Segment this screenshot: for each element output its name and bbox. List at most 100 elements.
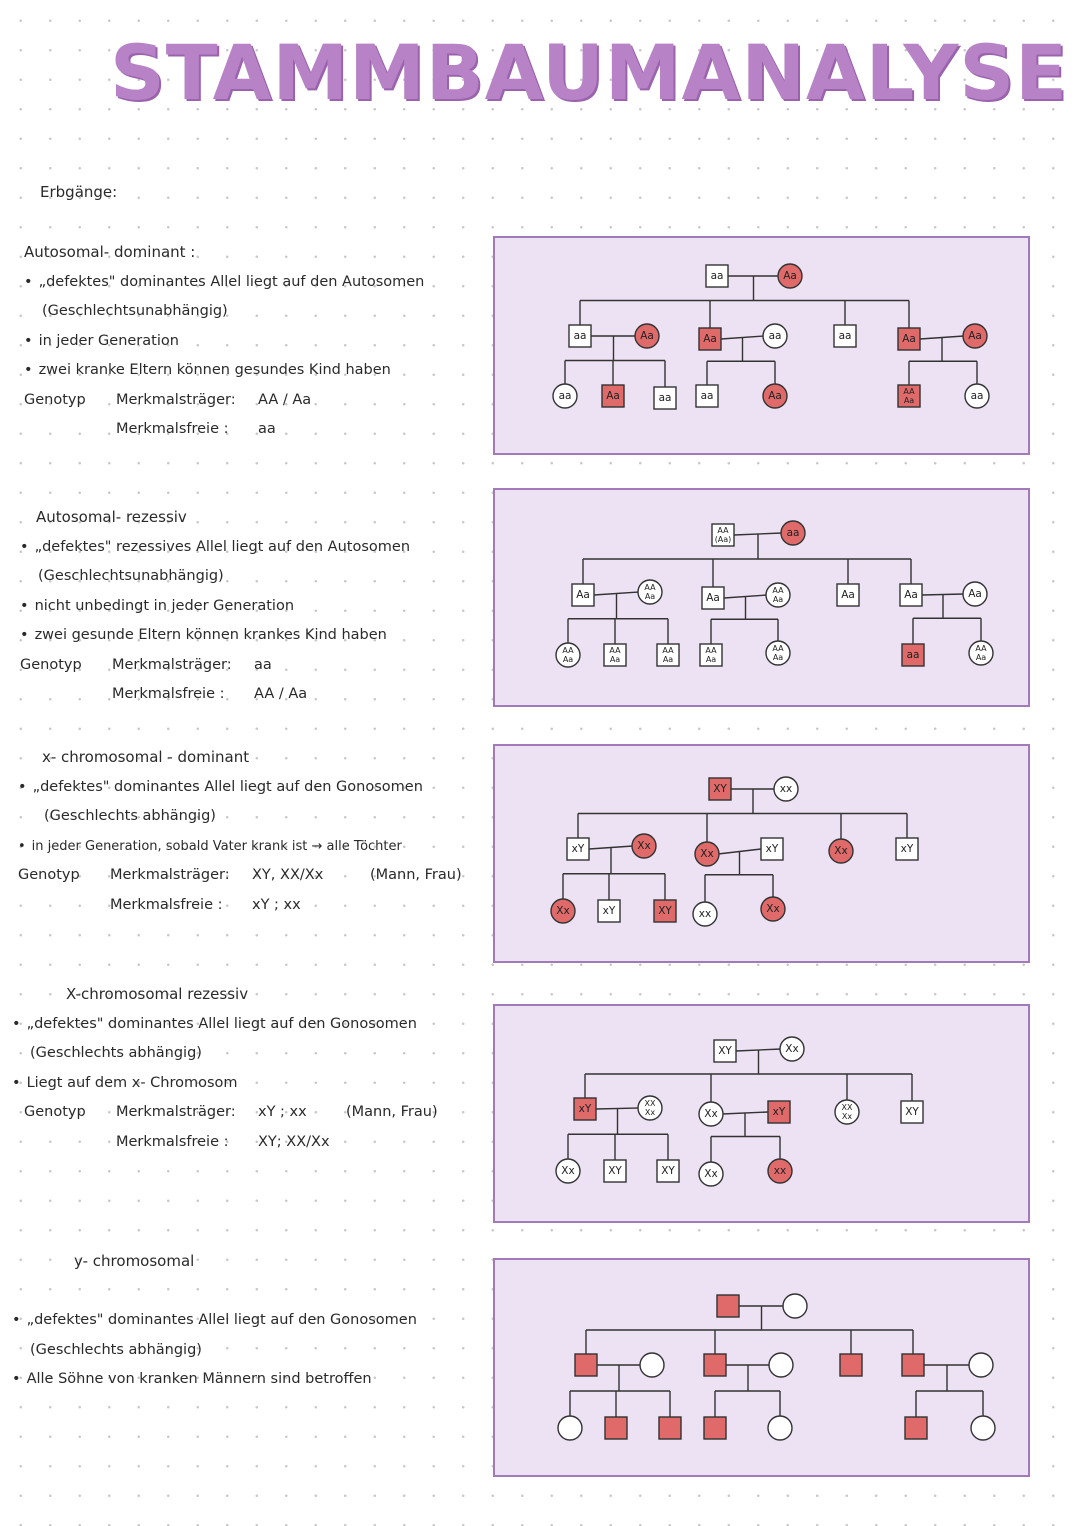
square-shape	[656, 643, 680, 667]
genotype-text: AA	[609, 646, 621, 655]
genotype-text: Aa	[904, 589, 918, 601]
free-label: Merkmalsfreie :	[110, 896, 223, 913]
square-shape	[597, 899, 621, 923]
genotype-text: Aa	[610, 655, 620, 664]
section-heading: Autosomal- rezessiv	[36, 508, 187, 526]
circle-shape	[557, 1415, 583, 1441]
genotype-text: aa	[659, 392, 672, 404]
square-shape	[713, 1039, 737, 1063]
circle-shape	[962, 323, 988, 349]
genotype-text: AA	[903, 387, 915, 396]
note-line: (Geschlechtsunabhängig)	[42, 303, 228, 319]
genotype-text: xY	[773, 1106, 786, 1118]
affected-label: Merkmalsträger:	[110, 867, 230, 883]
female-symbol	[970, 1415, 996, 1441]
genotype-text: Xx	[834, 845, 847, 857]
genotype-text: Aa	[783, 270, 797, 282]
female-symbol-affected: xx	[767, 1158, 793, 1184]
note-line: in jeder Generation, sobald Vater krank …	[18, 832, 462, 862]
circle-shape	[765, 582, 791, 608]
square-shape	[601, 384, 625, 408]
note-line: (Geschlechts abhängig)	[30, 1045, 202, 1061]
circle-shape	[968, 640, 994, 666]
genotype-text: Aa	[773, 653, 783, 662]
female-symbol: xx	[692, 901, 718, 927]
section-heading: x- chromosomal - dominant	[42, 748, 250, 766]
square-shape	[658, 1416, 682, 1440]
affected-value: XY, XX/Xx	[252, 867, 324, 883]
square-shape	[574, 1353, 598, 1377]
square-shape	[701, 586, 725, 610]
female-symbol	[639, 1352, 665, 1378]
female-symbol: Xx	[698, 1161, 724, 1187]
circle-shape	[762, 383, 788, 409]
genotype-text: Aa	[902, 333, 916, 345]
genotype-label: Genotyp	[24, 391, 86, 408]
male-symbol-affected	[703, 1353, 727, 1377]
section-autosomal-dominant: Autosomal- dominant : „defektes" dominan…	[24, 238, 424, 445]
male-symbol: aa	[653, 386, 677, 410]
male-symbol-affected	[658, 1416, 682, 1440]
note-line: Alle Söhne von kranken Männern sind betr…	[12, 1365, 417, 1395]
affected-value: AA / Aa	[258, 391, 312, 408]
male-symbol-affected: Aa	[897, 327, 921, 351]
square-shape	[895, 837, 919, 861]
genotype-text: xx	[774, 1165, 786, 1177]
note-line: (Geschlechts abhängig)	[30, 1341, 202, 1358]
male-symbol-affected	[904, 1416, 928, 1440]
circle-shape	[555, 642, 581, 668]
male-symbol: Aa	[899, 583, 923, 607]
genotype-text: Aa	[576, 589, 590, 601]
male-symbol: XY	[656, 1159, 680, 1183]
genotype-text: Aa	[773, 595, 783, 604]
note-line: „defektes" dominantes Allel liegt auf de…	[12, 1306, 417, 1336]
section-x-dominant: x- chromosomal - dominant „defektes" dom…	[18, 743, 462, 920]
male-symbol-affected	[574, 1353, 598, 1377]
affected-note: (Mann, Frau)	[346, 1104, 438, 1120]
male-symbol-affected	[604, 1416, 628, 1440]
male-symbol: xY	[566, 837, 590, 861]
square-shape	[904, 1416, 928, 1440]
female-symbol: aa	[552, 383, 578, 409]
circle-shape	[698, 1101, 724, 1127]
square-shape	[653, 386, 677, 410]
square-shape	[699, 643, 723, 667]
genotype-text: XY	[713, 783, 727, 795]
female-symbol	[968, 1352, 994, 1378]
male-symbol-affected: xY	[767, 1100, 791, 1124]
genotype-text: aa	[711, 270, 724, 282]
male-symbol: xY	[895, 837, 919, 861]
genotype-text: Xx	[766, 903, 779, 915]
genotype-text: Aa	[768, 390, 782, 402]
square-shape	[698, 327, 722, 351]
genotype-text: Aa	[606, 390, 620, 402]
genotype-text: AA	[772, 586, 784, 595]
circle-shape	[552, 383, 578, 409]
square-shape	[833, 324, 857, 348]
circle-shape	[780, 520, 806, 546]
genotype-text: Aa	[703, 333, 717, 345]
circle-shape	[692, 901, 718, 927]
genotype-text: Xx	[561, 1165, 574, 1177]
square-shape	[703, 1416, 727, 1440]
genotype-text: aa	[971, 390, 984, 402]
note-line: „defektes" dominantes Allel liegt auf de…	[12, 1010, 438, 1040]
female-symbol-affected: Xx	[631, 833, 657, 859]
note-line: „defektes" dominantes Allel liegt auf de…	[18, 773, 462, 803]
female-symbol: Aa	[962, 581, 988, 607]
genotype-text: Xx	[645, 1108, 655, 1117]
note-line: zwei gesunde Eltern können krankes Kind …	[20, 621, 410, 651]
section-y-chromosomal: y- chromosomal „defektes" dominantes All…	[12, 1247, 417, 1395]
free-value: xY ; xx	[252, 896, 301, 913]
genotype-text: Xx	[785, 1043, 798, 1055]
